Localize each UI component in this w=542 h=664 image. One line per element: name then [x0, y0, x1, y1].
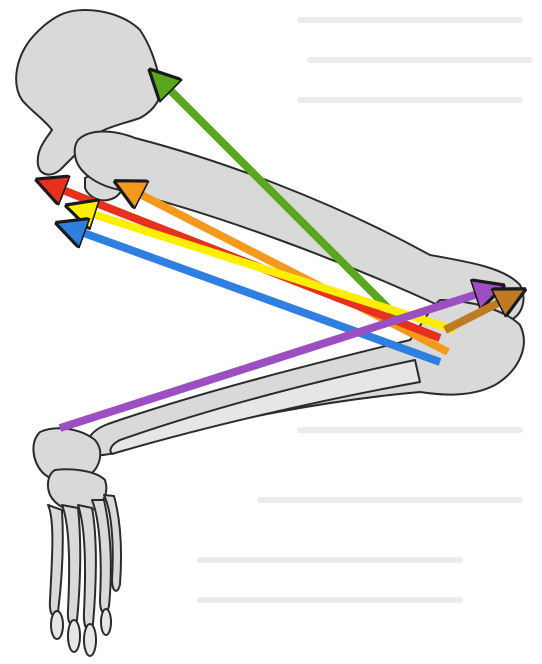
foot-bones — [33, 428, 121, 656]
